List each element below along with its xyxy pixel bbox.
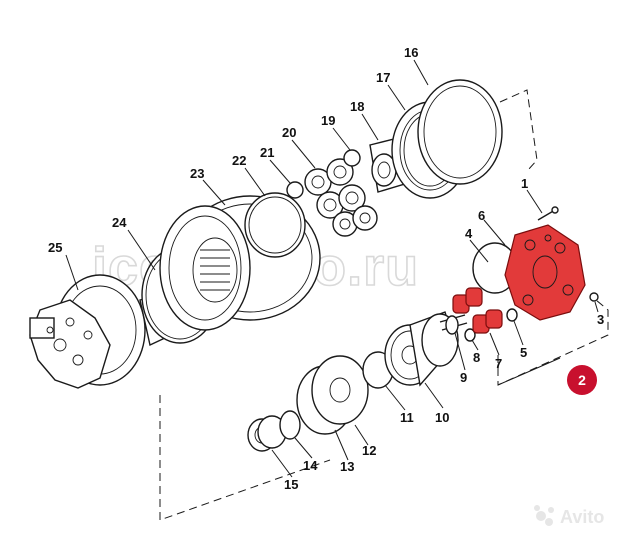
callout-10: 10 xyxy=(435,410,449,425)
part-8-bearing xyxy=(464,328,476,342)
part-15-bearing xyxy=(247,415,287,452)
callout-17: 17 xyxy=(376,70,390,85)
avito-watermark: Avito xyxy=(534,505,604,527)
part-19-ring xyxy=(343,149,361,167)
callout-20: 20 xyxy=(282,125,296,140)
part-14-ring xyxy=(279,410,301,440)
callout-15: 15 xyxy=(284,477,298,492)
part-21-ring xyxy=(286,181,304,199)
part-20-planet-gears xyxy=(304,158,378,237)
callout-5: 5 xyxy=(520,345,527,360)
part-2-carrier-highlighted xyxy=(504,224,586,321)
callout-11: 11 xyxy=(400,410,414,425)
callout-2: 2 xyxy=(578,372,586,388)
callout-18: 18 xyxy=(350,99,364,114)
callout-4: 4 xyxy=(465,226,473,241)
part-9-shaft xyxy=(439,314,468,335)
callout-6: 6 xyxy=(478,208,485,223)
part-16-cover xyxy=(417,79,503,185)
callout-9: 9 xyxy=(460,370,467,385)
callout-2-badge: 2 xyxy=(567,365,597,395)
part-1-bolt xyxy=(537,206,559,221)
part-5-ring xyxy=(506,308,518,322)
callout-19: 19 xyxy=(321,113,335,128)
badge-circle xyxy=(567,365,597,395)
part-7-bearing-red xyxy=(452,287,503,334)
callout-24: 24 xyxy=(112,215,127,230)
callout-22: 22 xyxy=(232,153,246,168)
callout-25: 25 xyxy=(48,240,62,255)
avito-label: Avito xyxy=(560,507,604,527)
callout-labels: 1 3 4 5 6 7 8 9 10 11 12 13 14 15 16 17 … xyxy=(48,45,604,492)
callout-16: 16 xyxy=(404,45,418,60)
part-13-thrust-plate xyxy=(296,355,369,435)
callout-13: 13 xyxy=(340,459,354,474)
part-3-plug xyxy=(589,292,599,302)
avito-logo-icon xyxy=(536,511,546,521)
part-10-drum-gear xyxy=(384,311,459,387)
callout-21: 21 xyxy=(260,145,274,160)
callout-3: 3 xyxy=(597,312,604,327)
callout-1: 1 xyxy=(521,176,528,191)
leader-lines xyxy=(65,59,599,478)
callout-12: 12 xyxy=(362,443,376,458)
callout-14: 14 xyxy=(303,458,318,473)
assembly-boundary xyxy=(159,89,609,521)
part-22-ring xyxy=(244,192,306,258)
callout-7: 7 xyxy=(495,356,502,371)
callout-8: 8 xyxy=(473,350,480,365)
callout-23: 23 xyxy=(190,166,204,181)
